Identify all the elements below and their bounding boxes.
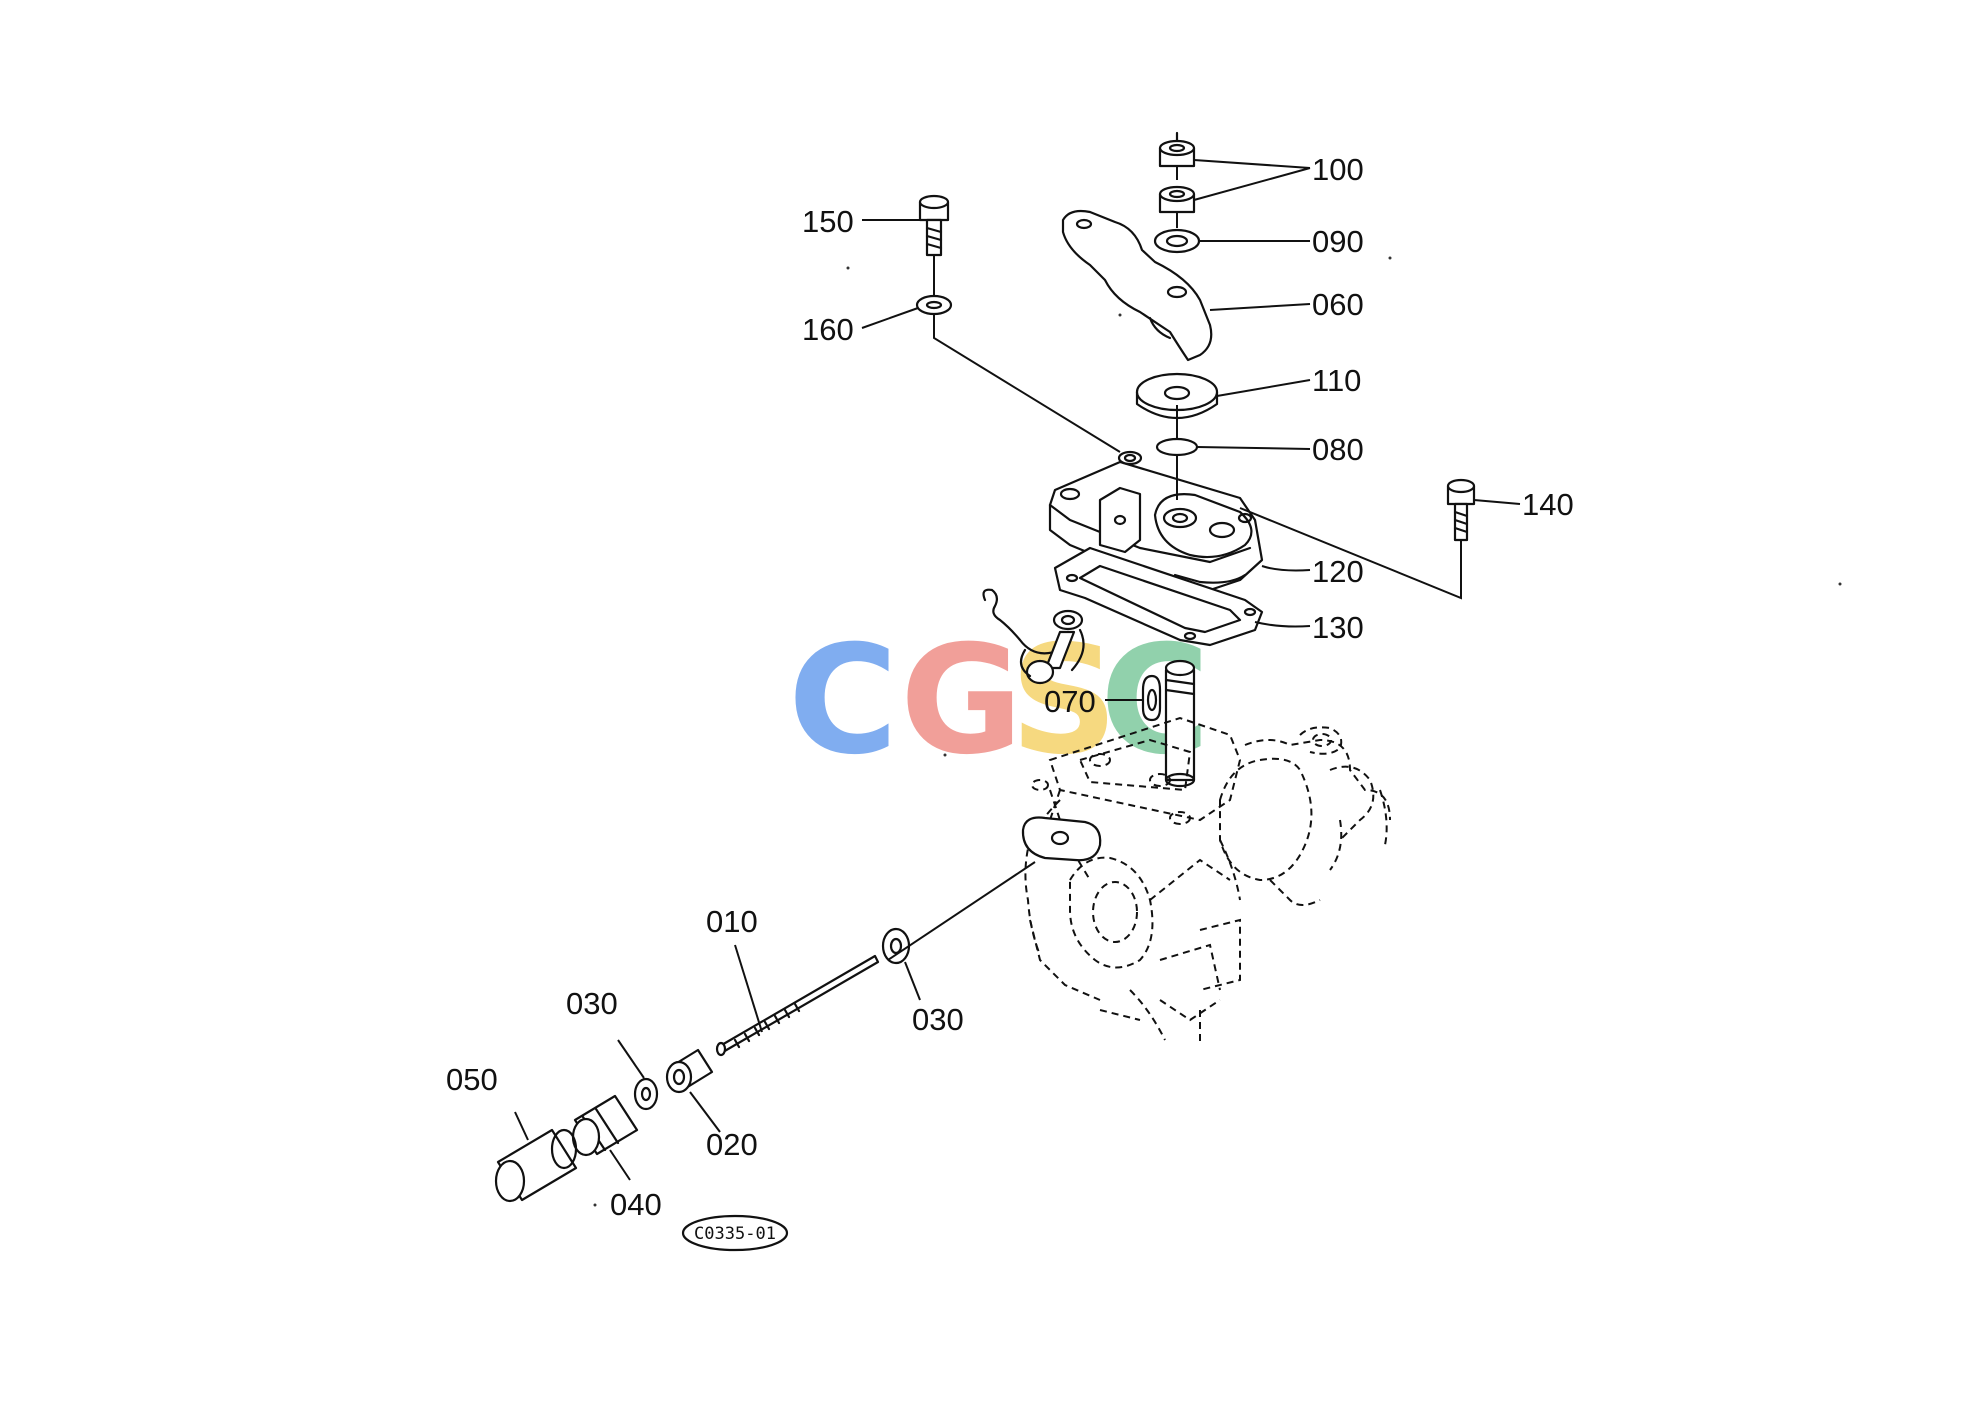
callout-130: 130 [1312,610,1364,645]
watermark-letter-c1: C [788,614,898,788]
assembly-lines [887,166,1462,961]
part-030-washer-left [633,1077,659,1111]
part-010-adjusting-rod [715,954,880,1057]
figure-code-text: C0335-01 [694,1224,776,1244]
part-050-cap [494,1128,578,1203]
part-100-nut-lower [1158,185,1196,214]
callout-120: 120 [1312,554,1364,589]
callout-070: 070 [1044,684,1096,719]
part-090-washer [1153,228,1201,254]
part-040-cap-nut [571,1094,639,1157]
figure-code-badge: C0335-01 [681,1214,789,1252]
callout-030-right: 030 [912,1002,964,1037]
callout-030-left: 030 [566,986,618,1021]
callout-160: 160 [802,312,854,347]
part-160-washer [915,294,953,316]
part-100-nut-upper [1158,131,1196,168]
callout-150: 150 [802,204,854,239]
stud-bolt-with-spring [982,588,1085,685]
part-150-bolt [918,194,950,257]
callout-020: 020 [706,1127,758,1162]
callout-140: 140 [1522,487,1574,522]
part-130-gasket [1053,546,1264,647]
part-080-o-ring [1155,437,1199,457]
part-060-lever [1061,209,1213,362]
watermark-letter-g: G [900,614,1023,788]
leader-lines [514,159,1521,1181]
part-140-bolt [1446,478,1476,542]
housing-boss [1021,816,1102,862]
callout-050: 050 [446,1062,498,1097]
callout-090: 090 [1312,224,1364,259]
governor-shaft [1164,659,1196,788]
part-020-nut [665,1048,714,1094]
print-specks [593,256,1842,1207]
callout-080: 080 [1312,432,1364,467]
callout-040: 040 [610,1187,662,1222]
callout-060: 060 [1312,287,1364,322]
callout-010: 010 [706,904,758,939]
callout-100: 100 [1312,152,1364,187]
callout-110: 110 [1312,363,1361,398]
part-070-key [1141,674,1162,722]
callout-labels: 100 090 060 110 080 150 160 140 120 130 … [446,152,1574,1222]
part-030-washer-right [881,927,911,965]
